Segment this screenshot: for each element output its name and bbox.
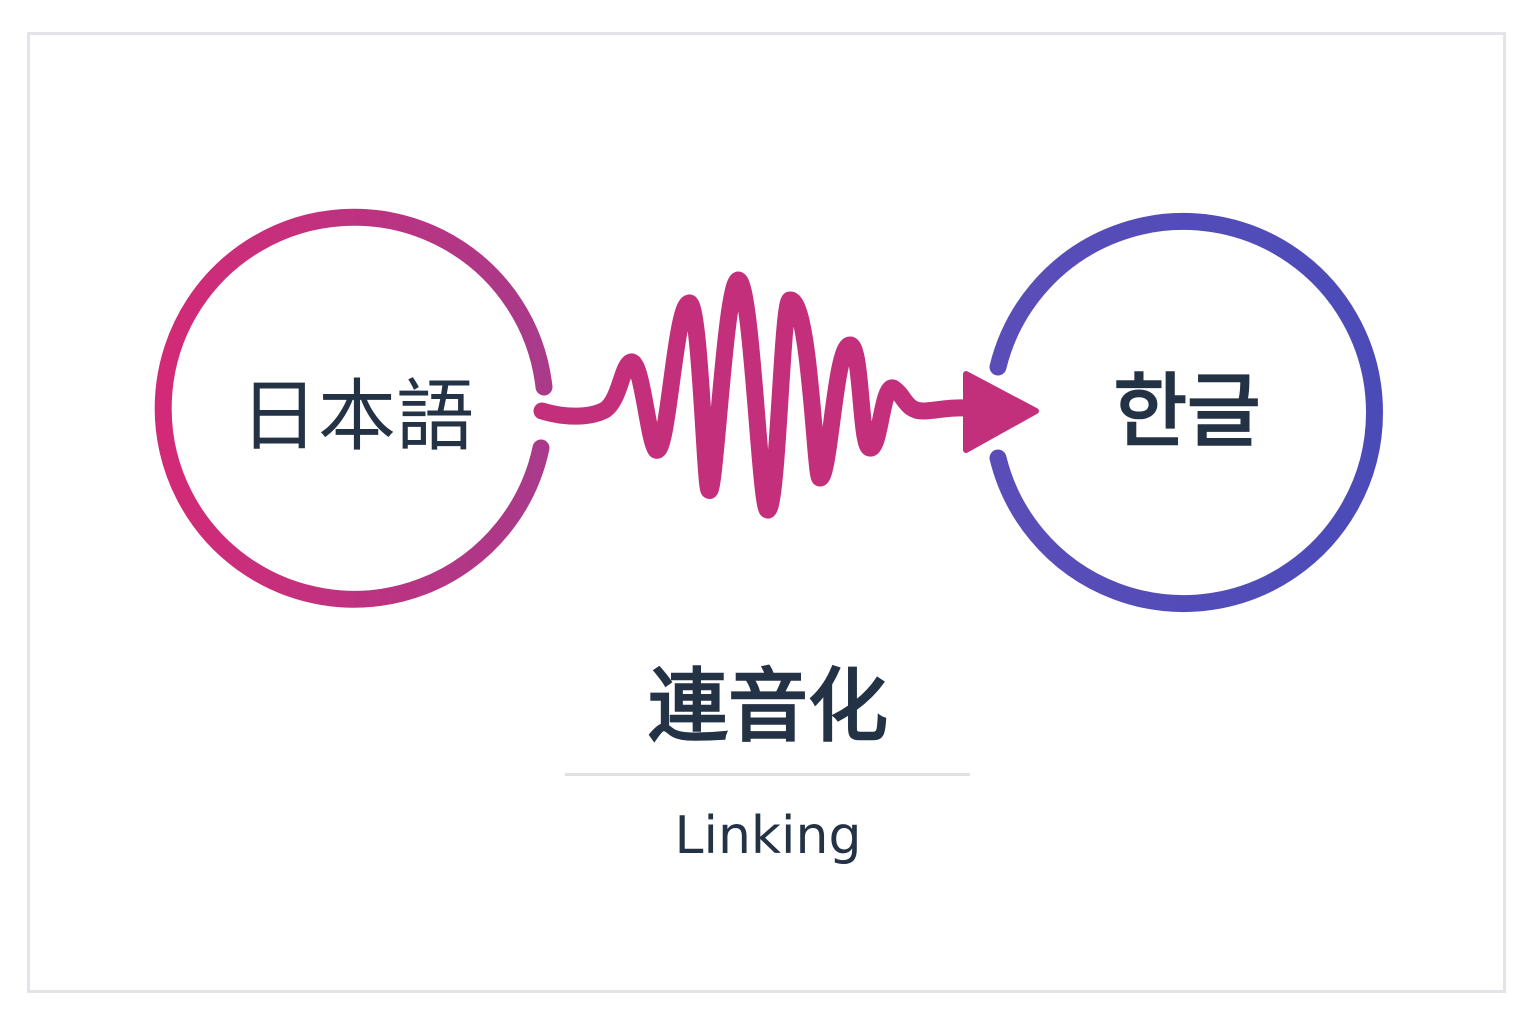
target-circle xyxy=(989,213,1383,612)
source-language-label: 日本語 xyxy=(239,372,475,462)
diagram-frame xyxy=(27,32,1506,993)
target-language-label: 한글 xyxy=(1113,365,1261,458)
arrow-head-icon xyxy=(963,371,1039,453)
diagram-title: 連音化 xyxy=(648,660,888,753)
source-circle xyxy=(154,208,553,608)
diagram-subtitle: Linking xyxy=(674,806,862,866)
sound-wave-connector xyxy=(533,271,975,519)
title-divider xyxy=(565,773,970,776)
